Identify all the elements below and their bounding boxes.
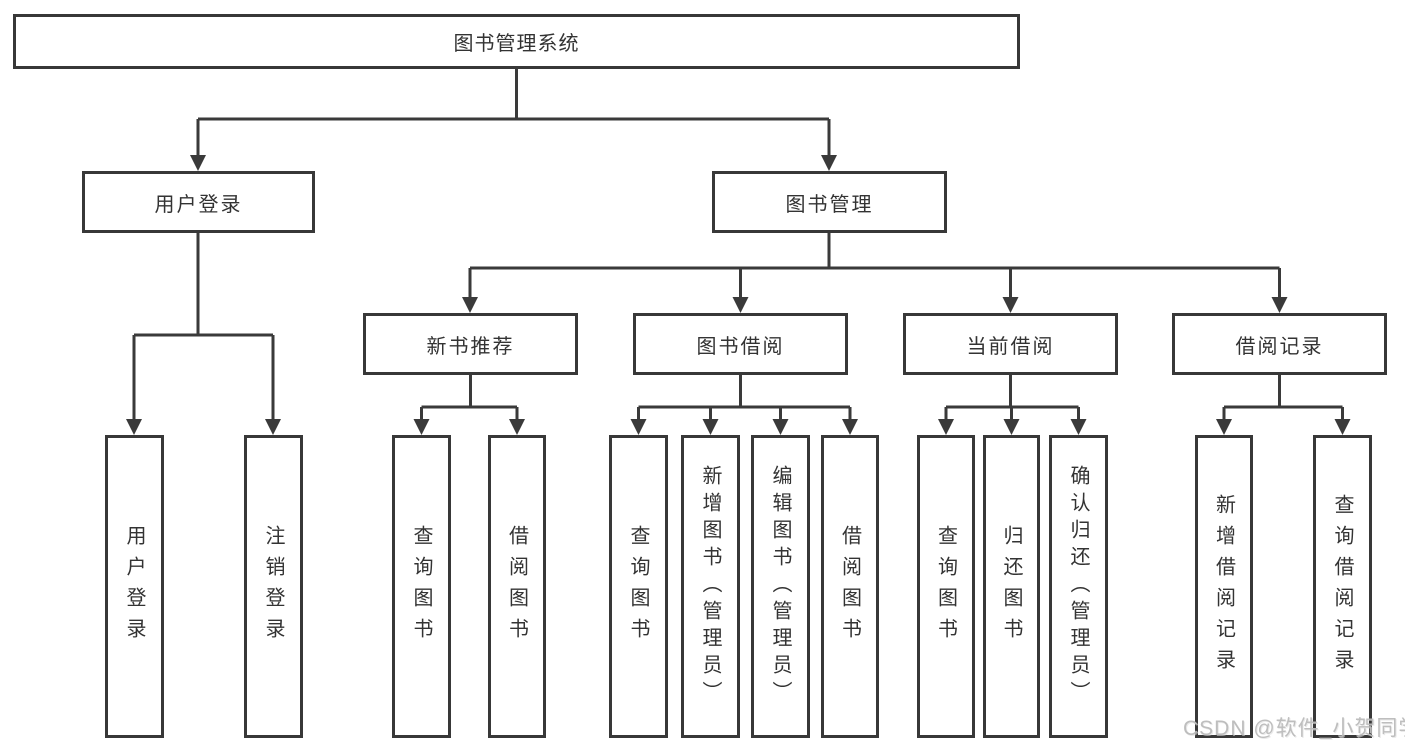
- node-book-borrowing: 图书借阅: [633, 313, 848, 375]
- arrowheads-book-borrow-leaves: [630, 419, 858, 435]
- leaf-borrow-add-books-admin-label: 新增图书（管理员）: [699, 465, 721, 708]
- node-new-book-recommend: 新书推荐: [363, 313, 578, 375]
- arrowheads-level2: [190, 155, 837, 171]
- leaf-user-logout-label: 注销登录: [262, 524, 284, 649]
- leaf-user-login-label: 用户登录: [123, 524, 145, 649]
- leaf-borrow-query-books: 查询图书: [609, 435, 668, 738]
- leaf-current-confirm-return-admin-label: 确认归还（管理员）: [1067, 465, 1089, 708]
- leaf-current-query-books-label: 查询图书: [934, 524, 957, 649]
- leaf-rec-borrow-books-label: 借阅图书: [505, 524, 528, 649]
- leaf-borrow-add-books-admin: 新增图书（管理员）: [681, 435, 740, 738]
- node-user-login: 用户登录: [82, 171, 315, 233]
- connector-borrow-records-to-leaves: [1222, 375, 1344, 421]
- arrowheads-current-borrow-leaves: [938, 419, 1087, 435]
- node-book-management-label: 图书管理: [785, 193, 874, 216]
- node-library-system-label: 图书管理系统: [453, 33, 580, 55]
- leaf-current-return-books-label: 归还图书: [1000, 524, 1022, 649]
- connector-book-borrow-to-leaves: [637, 375, 852, 421]
- node-book-borrowing-label: 图书借阅: [696, 335, 785, 358]
- connector-root-to-level2: [196, 69, 831, 157]
- leaf-current-confirm-return-admin: 确认归还（管理员）: [1049, 435, 1108, 738]
- leaf-records-query-record: 查询借阅记录: [1313, 435, 1372, 738]
- connector-new-book-rec-to-leaves: [420, 375, 519, 421]
- watermark: CSDN @软件_小贺同学: [1183, 717, 1405, 740]
- node-new-book-recommend-label: 新书推荐: [426, 335, 515, 358]
- leaf-borrow-edit-books-admin-label: 编辑图书（管理员）: [769, 465, 791, 708]
- connector-current-borrow-to-leaves: [944, 375, 1080, 421]
- node-current-borrowing-label: 当前借阅: [966, 335, 1055, 358]
- leaf-records-add-record-label: 新增借阅记录: [1212, 493, 1235, 680]
- leaf-user-login: 用户登录: [105, 435, 164, 738]
- node-user-login-label: 用户登录: [154, 193, 243, 216]
- arrowheads-user-login-leaves: [126, 419, 281, 435]
- connector-book-mgmt-to-level3: [468, 233, 1281, 299]
- arrowheads-borrow-records-leaves: [1216, 419, 1351, 435]
- node-borrow-records-label: 借阅记录: [1235, 335, 1324, 358]
- leaf-borrow-query-books-label: 查询图书: [627, 524, 649, 649]
- leaf-current-query-books: 查询图书: [917, 435, 975, 738]
- node-borrow-records: 借阅记录: [1172, 313, 1387, 375]
- leaf-borrow-edit-books-admin: 编辑图书（管理员）: [751, 435, 810, 738]
- node-book-management: 图书管理: [712, 171, 947, 233]
- leaf-rec-query-books: 查询图书: [392, 435, 451, 738]
- leaf-borrow-borrow-books-label: 借阅图书: [838, 524, 861, 649]
- node-current-borrowing: 当前借阅: [903, 313, 1118, 375]
- leaf-current-return-books: 归还图书: [983, 435, 1040, 738]
- leaf-rec-query-books-label: 查询图书: [410, 524, 432, 649]
- node-library-system: 图书管理系统: [13, 14, 1020, 69]
- arrowheads-level3: [462, 297, 1288, 313]
- leaf-records-add-record: 新增借阅记录: [1195, 435, 1253, 738]
- leaf-records-query-record-label: 查询借阅记录: [1331, 493, 1353, 680]
- leaf-rec-borrow-books: 借阅图书: [488, 435, 546, 738]
- arrowheads-new-book-rec-leaves: [413, 419, 525, 435]
- leaf-borrow-borrow-books: 借阅图书: [821, 435, 879, 738]
- connector-user-login-to-leaves: [132, 233, 275, 421]
- leaf-user-logout: 注销登录: [244, 435, 303, 738]
